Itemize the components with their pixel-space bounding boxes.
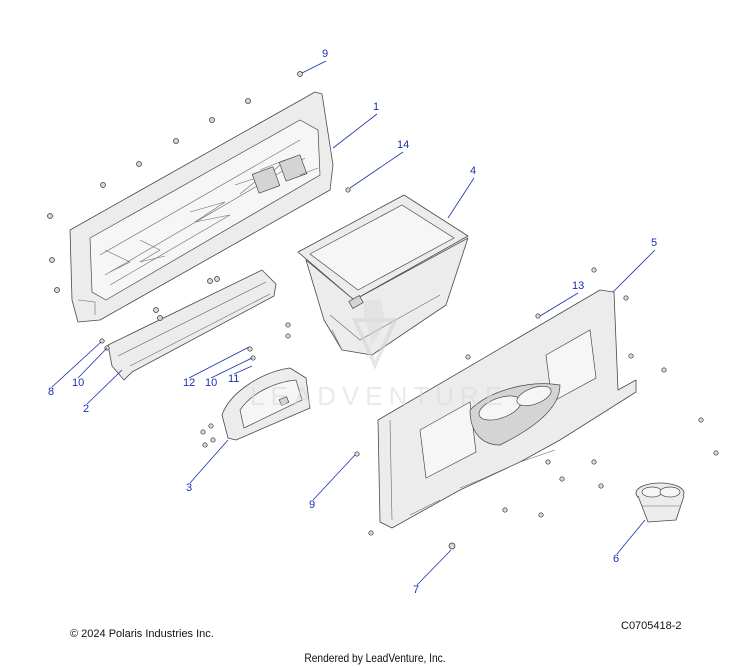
drawing-code: C0705418-2: [621, 620, 682, 632]
callout-number-9: 9: [322, 48, 328, 60]
part-1-rear-panel: [69, 91, 334, 323]
callout-number-12: 12: [183, 377, 195, 389]
callout-leader-8: [51, 341, 102, 388]
part-4-storage-bin: [297, 187, 469, 356]
callout-number-6: 6: [613, 553, 619, 565]
rendered-by-credit: Rendered by LeadVenture, Inc.: [304, 651, 446, 665]
callout-number-4: 4: [470, 165, 476, 177]
callout-leader-4: [447, 177, 475, 219]
svg-text:LEADVENTURE: LEADVENTURE: [250, 381, 508, 411]
callout-leader-9: [301, 60, 327, 74]
callout-leader-10: [210, 357, 253, 379]
callout-number-10: 10: [72, 377, 84, 389]
panel-clip-fasteners: [47, 71, 303, 293]
callout-number-2: 2: [83, 403, 89, 415]
callout-leader-5: [612, 249, 656, 293]
callout-number-5: 5: [651, 237, 657, 249]
part-6-cup-holder: [635, 482, 685, 523]
part-5-lower-panel: [354, 267, 719, 536]
callout-leader-2: [86, 369, 123, 405]
callout-number-14: 14: [397, 139, 409, 151]
callout-number-10: 10: [205, 377, 217, 389]
callout-number-3: 3: [186, 482, 192, 494]
callout-number-9: 9: [309, 499, 315, 511]
callout-leader-9: [312, 454, 356, 501]
part-7-clip: [448, 542, 456, 550]
leadventure-watermark: LEADVENTURE: [250, 300, 508, 411]
callout-leader-11: [233, 365, 253, 375]
callout-number-1: 1: [373, 101, 379, 113]
callout-number-8: 8: [48, 386, 54, 398]
copyright-notice: © 2024 Polaris Industries Inc.: [70, 628, 214, 640]
callout-number-13: 13: [572, 280, 584, 292]
callout-leader-14: [349, 151, 404, 189]
callout-leader-12: [188, 346, 250, 379]
callout-leader-7: [416, 549, 452, 586]
callout-leader-13: [539, 292, 579, 317]
callout-leader-1: [332, 113, 378, 149]
callout-number-7: 7: [413, 584, 419, 596]
part-2-bracket-rail: [99, 269, 277, 381]
callout-number-11: 11: [228, 373, 239, 385]
part-3-cover: [200, 322, 311, 448]
callout-leader-10: [77, 347, 108, 379]
callout-leader-6: [616, 519, 646, 555]
callout-leader-3: [189, 439, 229, 484]
